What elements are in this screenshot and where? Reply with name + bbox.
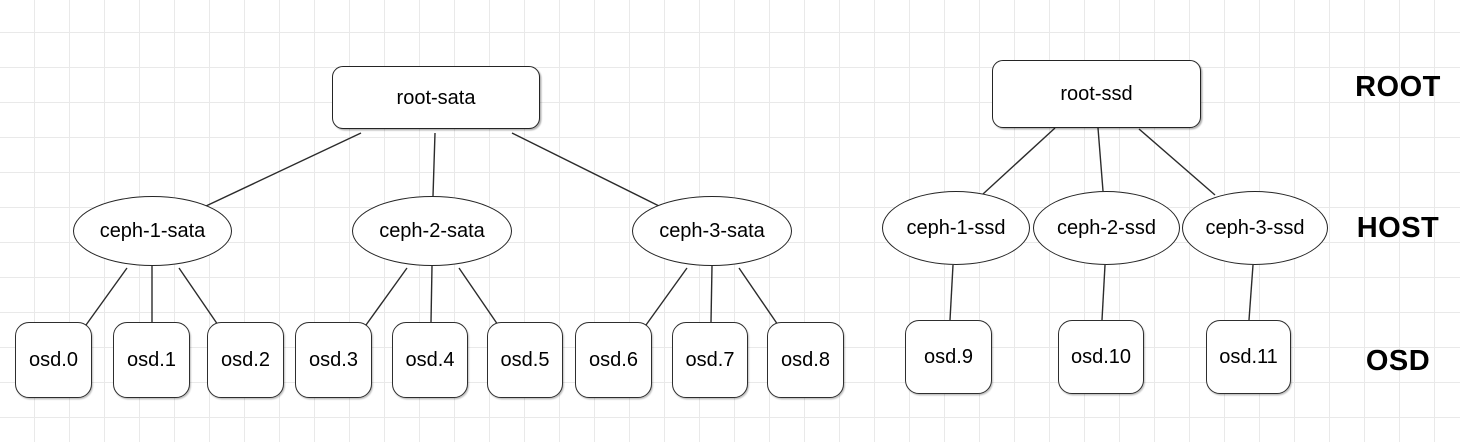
edge-host3-osd8	[738, 267, 779, 326]
host-ceph-3-ssd-node: ceph-3-ssd	[1182, 191, 1328, 265]
host-ceph-2-ssd-node: ceph-2-ssd	[1033, 191, 1180, 265]
osd-6-node: osd.6	[575, 322, 652, 398]
edge-hostssd3-osd11	[1248, 264, 1254, 321]
osd-7-node: osd.7	[672, 322, 748, 398]
osd-5-node: osd.5	[487, 322, 563, 398]
host-ceph-1-sata-node: ceph-1-sata	[73, 196, 232, 266]
host-ceph-1-ssd-node: ceph-1-ssd	[882, 191, 1030, 265]
edge-host1-osd0	[85, 267, 128, 326]
edge-rootsata-host1	[205, 132, 362, 207]
edge-rootsata-host2	[432, 132, 436, 197]
row-label-root: ROOT	[1355, 71, 1441, 103]
osd-11-node: osd.11	[1206, 320, 1291, 394]
osd-4-node: osd.4	[392, 322, 468, 398]
osd-0-node: osd.0	[15, 322, 92, 398]
edge-rootssd-host2	[1097, 127, 1104, 192]
row-label-host: HOST	[1356, 212, 1440, 244]
host-ceph-3-sata-node: ceph-3-sata	[632, 196, 792, 266]
edge-rootssd-host1	[982, 127, 1056, 195]
edge-host2-osd3	[365, 267, 408, 326]
edge-host2-osd5	[458, 267, 499, 326]
edge-host2-osd4	[430, 265, 433, 323]
osd-10-node: osd.10	[1058, 320, 1144, 394]
edge-host3-osd7	[710, 265, 713, 323]
root-ssd-node: root-ssd	[992, 60, 1201, 128]
edge-host3-osd6	[645, 267, 688, 326]
edge-hostssd2-osd10	[1101, 264, 1106, 321]
edge-host1-osd2	[178, 267, 219, 326]
edge-rootssd-host3	[1138, 128, 1216, 196]
root-sata-node: root-sata	[332, 66, 540, 129]
osd-1-node: osd.1	[113, 322, 190, 398]
row-label-osd: OSD	[1365, 345, 1431, 377]
osd-3-node: osd.3	[295, 322, 372, 398]
osd-9-node: osd.9	[905, 320, 992, 394]
osd-8-node: osd.8	[767, 322, 844, 398]
osd-2-node: osd.2	[207, 322, 284, 398]
edge-rootsata-host3	[511, 132, 660, 207]
edge-hostssd1-osd9	[949, 264, 954, 321]
host-ceph-2-sata-node: ceph-2-sata	[352, 196, 512, 266]
